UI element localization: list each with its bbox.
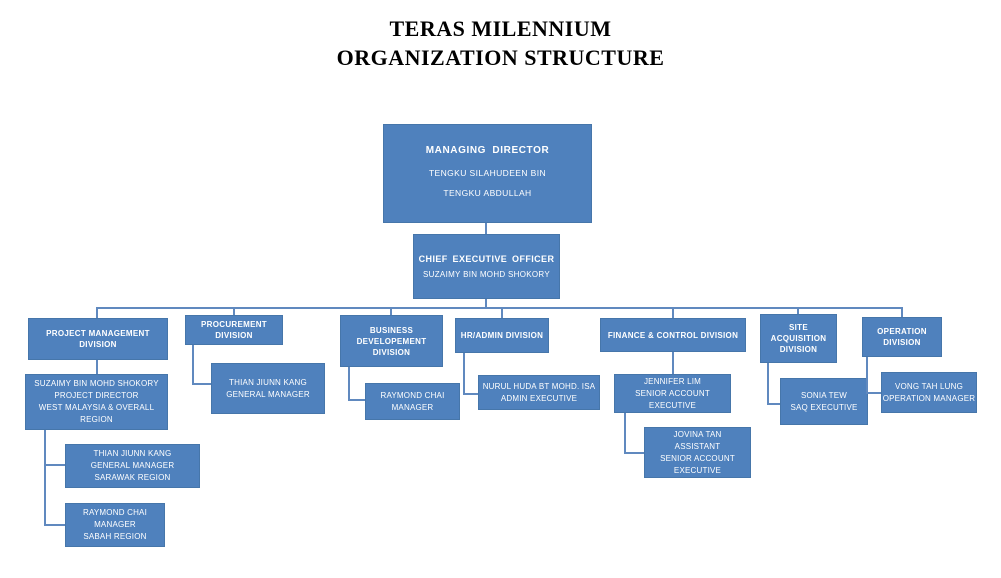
connector-finance-spine (624, 413, 626, 454)
connector-procurement-drop (192, 345, 194, 385)
connector-siteacq-drop (767, 363, 769, 405)
connector-operation-elbow (866, 392, 881, 394)
connector-elbow-gm-sarawak (44, 464, 65, 466)
connector-ceo-rail (485, 299, 487, 309)
connector-md-ceo (485, 223, 487, 234)
connector-drop-project-management (96, 307, 98, 319)
connector-drop-finance-control (672, 307, 674, 319)
connector-operation-drop (866, 357, 868, 394)
connector-hr-elbow (463, 393, 478, 395)
connector-drop-site-acquisition (797, 307, 799, 315)
node-chief-executive-officer: CHIEF EXECUTIVE OFFICER SUZAIMY BIN MOHD… (413, 234, 560, 299)
node-hr-admin-division: HR/ADMIN DIVISION (455, 318, 549, 353)
connector-drop-operation (901, 307, 903, 318)
connector-drop-procurement (233, 307, 235, 316)
connector-drop-business-development (390, 307, 392, 316)
ceo-role: CHIEF EXECUTIVE OFFICER (418, 254, 555, 264)
connector-drop-hr-admin (501, 307, 503, 319)
connector-division-rail (96, 307, 903, 309)
node-finance-control-division: FINANCE & CONTROL DIVISION (600, 318, 746, 352)
connector-pm-project-director (96, 360, 98, 374)
connector-elbow-assistant (624, 452, 644, 454)
ceo-name: SUZAIMY BIN MOHD SHOKORY (423, 270, 550, 279)
connector-hr-drop (463, 353, 465, 395)
connector-finance-drop (672, 352, 674, 374)
managing-director-role: MANAGING DIRECTOR (425, 144, 550, 156)
connector-bizdev-drop (348, 367, 350, 401)
hr-admin-division-label: HR/ADMIN DIVISION (460, 331, 544, 340)
connector-procurement-elbow (192, 383, 211, 385)
finance-control-division-label: FINANCE & CONTROL DIVISION (607, 330, 739, 340)
connector-bizdev-elbow (348, 399, 365, 401)
chart-title: TERAS MILENNIUM ORGANIZATION STRUCTURE (0, 14, 1001, 72)
chart-title-line1: TERAS MILENNIUM (389, 16, 612, 41)
connector-elbow-manager-sabah (44, 524, 65, 526)
chart-title-line2: ORGANIZATION STRUCTURE (336, 45, 665, 70)
connector-siteacq-elbow (767, 403, 780, 405)
connector-pm-spine (44, 430, 46, 526)
